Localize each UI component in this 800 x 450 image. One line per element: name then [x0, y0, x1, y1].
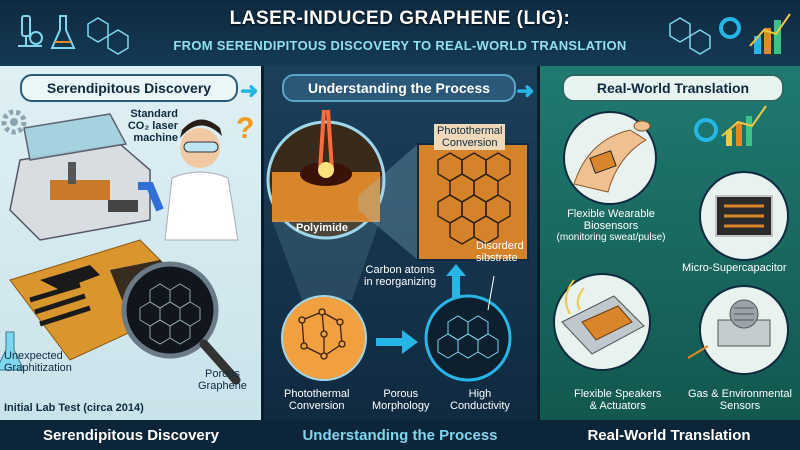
speakers-label: Flexible Speakers & Actuators	[574, 388, 662, 412]
microscope-icon	[18, 15, 43, 47]
sensor-icon	[687, 285, 789, 375]
laser-machine	[9, 113, 151, 241]
carbon-atoms-label: Carbon atoms in reorganizing	[364, 264, 437, 288]
footer-translation: Real-World Translation	[587, 427, 751, 444]
arrow-right-icon: ➜	[516, 78, 535, 103]
science-icons	[18, 15, 129, 55]
divider	[537, 66, 540, 450]
chart-icon	[719, 13, 791, 54]
gas-sensor-label: Gas & Environmental Sensors	[688, 388, 792, 412]
section-heading-translation: Real-World Translation	[562, 74, 784, 102]
page-subtitle: FROM SERENDIPITOUS DISCOVERY TO REAL-WOR…	[173, 38, 627, 53]
wearable-label: Flexible Wearable Biosensors (monitoring…	[556, 208, 666, 243]
initial-test-label: Initial Lab Test (circa 2014)	[4, 402, 144, 414]
arrow-up-icon	[446, 264, 466, 300]
gear-icon	[1, 109, 27, 135]
conductivity-circle	[424, 294, 512, 382]
divider	[261, 66, 264, 450]
question-mark: ?	[236, 112, 254, 145]
flask-icon	[50, 15, 76, 49]
unexpected-label: Unexpected Graphitization	[4, 350, 72, 374]
header-banner: LASER-INDUCED GRAPHENE (LIG): FROM SEREN…	[0, 0, 800, 66]
porous-graphene-label: Porous Graphene	[198, 368, 247, 392]
arrow-right-icon	[376, 330, 418, 354]
flask-icon	[0, 331, 25, 371]
photothermal-top-label: Photothermal Conversion	[434, 124, 506, 150]
speaker-icon	[553, 273, 651, 371]
high-conductivity-label: High Conductivity	[450, 388, 510, 412]
translation-illustration	[553, 105, 789, 375]
supercapacitor-circle	[699, 171, 789, 261]
hexagon-network-icon	[87, 17, 129, 55]
porous-morphology-label: Porous Morphology	[372, 388, 430, 412]
photothermal-bottom-label: Photothermal Conversion	[284, 388, 350, 412]
discovery-illustration: ?	[0, 109, 254, 385]
footer-process: Understanding the Process	[302, 427, 498, 444]
scientist-figure	[138, 119, 239, 241]
supercapacitor-label: Micro-Supercapacitor	[682, 262, 787, 274]
graphene-zoom-square	[417, 143, 529, 261]
laser-spot-circle	[266, 109, 386, 240]
laser-label: Standard CO₂ laser machine	[127, 108, 178, 144]
arrow-right-icon: ➜	[240, 78, 259, 103]
process-illustration	[266, 109, 529, 382]
magnifier-icon	[121, 261, 241, 385]
section-heading-discovery: Serendipitous Discovery	[20, 74, 238, 102]
chart-icons	[669, 13, 791, 55]
disordered-label: Disorderd sibstrate	[476, 240, 524, 264]
section-heading-process: Understanding the Process	[282, 74, 516, 102]
page-title: LASER-INDUCED GRAPHENE (LIG):	[229, 8, 571, 29]
chart-icon	[694, 105, 767, 146]
photothermal-circle	[281, 295, 367, 381]
footer-bar	[0, 420, 800, 450]
wearable-biosensor-circle	[563, 111, 657, 205]
hexagon-network-icon	[669, 17, 711, 55]
polyimide-label: Polyimide	[296, 222, 348, 234]
hand-icon	[633, 120, 651, 132]
footer-discovery: Serendipitous Discovery	[43, 427, 219, 444]
